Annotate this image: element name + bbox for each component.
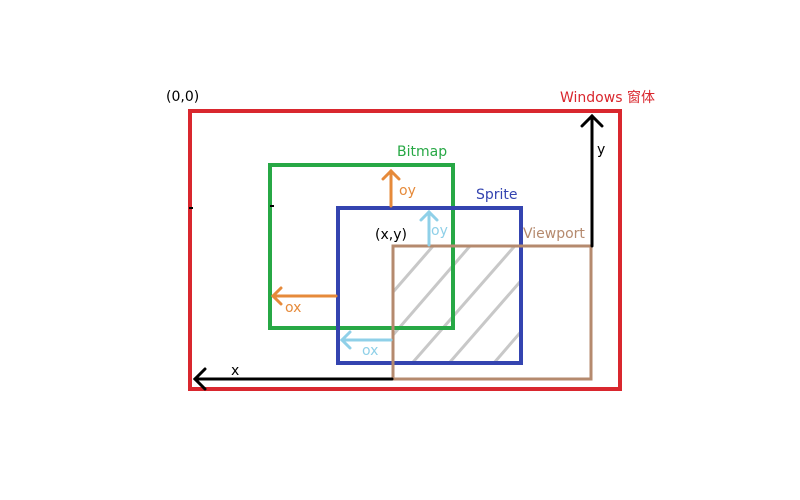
- bitmap-ox-arrow: [270, 286, 338, 306]
- origin-label: (0,0): [166, 89, 199, 105]
- y-axis-arrow: [580, 113, 604, 248]
- tick-marks: [189, 205, 274, 209]
- bitmap-oy-label: oy: [399, 183, 416, 199]
- sprite-ox-label: ox: [362, 343, 378, 359]
- x-axis-arrow: [192, 367, 394, 391]
- sprite-ox-arrow: [339, 330, 393, 350]
- bitmap-oy-arrow: [381, 168, 401, 208]
- overlap-hatch: [393, 246, 521, 365]
- sprite-rect: [336, 206, 523, 365]
- x-axis-label: x: [231, 363, 239, 379]
- window-label: Windows 窗体: [560, 89, 655, 106]
- sprite-oy-label: oy: [431, 223, 448, 239]
- viewport-rect: [391, 244, 593, 381]
- y-axis-label: y: [597, 142, 605, 158]
- viewport-label: Viewport: [523, 226, 585, 242]
- bitmap-ox-label: ox: [285, 300, 301, 316]
- bitmap-label: Bitmap: [397, 144, 447, 160]
- sprite-label: Sprite: [476, 187, 518, 203]
- sprite-oy-arrow: [419, 209, 439, 247]
- sprite-position-label: (x,y): [375, 227, 407, 243]
- window-frame: [188, 109, 622, 391]
